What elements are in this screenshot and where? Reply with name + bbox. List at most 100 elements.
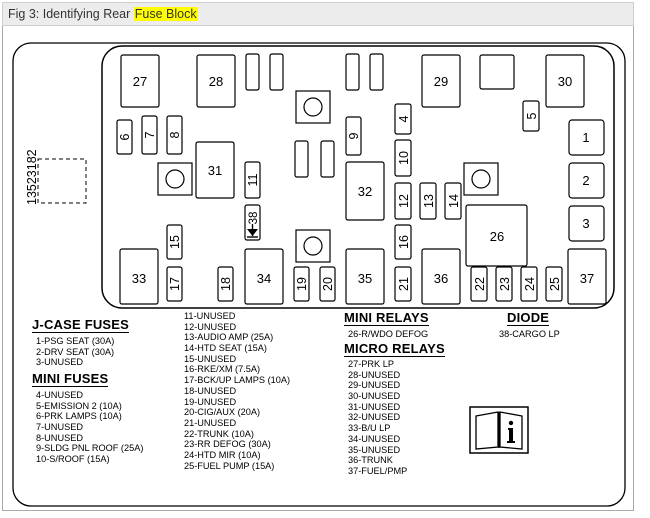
fuse-label: 23 xyxy=(498,277,512,291)
legend-entry: 24-HTD MIR (10A) xyxy=(184,449,261,460)
legend-entry: 37-FUEL/PMP xyxy=(348,465,408,476)
relay-label: 35 xyxy=(358,271,372,286)
legend-entry: 29-UNUSED xyxy=(348,380,401,391)
jcase-fuse-3: 3 xyxy=(568,205,605,242)
legend-entry: 6-PRK LAMPS (10A) xyxy=(36,411,122,422)
blank-fuse-slots xyxy=(245,53,384,178)
relay-31: 31 xyxy=(195,141,235,199)
relay-label: 27 xyxy=(133,74,147,89)
relay-label: 30 xyxy=(558,74,572,89)
legend-entry: 14-HTD SEAT (15A) xyxy=(184,343,267,354)
legend-entry: 15-UNUSED xyxy=(184,353,237,364)
relay-32: 32 xyxy=(345,161,385,221)
mini-relays-list: 26-R/WDO DEFOG xyxy=(348,329,428,340)
diode-38: 38 xyxy=(244,204,261,241)
relay-label: 37 xyxy=(580,271,594,286)
jcase-fuses-heading: J-CASE FUSES xyxy=(32,317,130,333)
relay-26: 26 xyxy=(465,204,528,267)
fuse-label: 18 xyxy=(219,277,233,291)
fuse-label: 3 xyxy=(582,216,589,231)
legend-entry: 26-R/WDO DEFOG xyxy=(348,329,429,339)
caption-highlight: Fuse Block xyxy=(133,7,198,21)
connector-outline xyxy=(37,158,87,204)
mini-fuse-11: 11 xyxy=(244,161,261,199)
legend-entry: 18-UNUSED xyxy=(184,385,237,396)
legend-entry: 22-TRUNK (10A) xyxy=(184,428,254,439)
caption-prefix: Fig 3: Identifying Rear xyxy=(8,7,134,21)
diode-arrow-icon xyxy=(247,224,258,238)
mini-fuse-17: 17 xyxy=(166,266,183,302)
legend-entry: 11-UNUSED xyxy=(184,311,236,321)
figure-caption-bar: Fig 3: Identifying Rear Fuse Block xyxy=(2,2,634,26)
legend-entry: 4-UNUSED xyxy=(36,390,83,400)
mini-fuse-18: 18 xyxy=(217,266,234,302)
mini-fuse-6: 6 xyxy=(116,119,133,155)
relay-label: 32 xyxy=(358,184,372,199)
jcase-fuse-2: 2 xyxy=(568,162,605,199)
legend-entry: 38-CARGO LP xyxy=(499,329,560,339)
mounting-hole-icon xyxy=(295,90,331,124)
fuse-label: 4 xyxy=(397,115,411,122)
relay-35: 35 xyxy=(345,248,385,305)
relay-28: 28 xyxy=(196,54,236,108)
fuse-label: 24 xyxy=(523,277,537,291)
relay-33: 33 xyxy=(119,248,159,305)
part-number: 13523182 xyxy=(25,149,39,205)
mini-fuse-15: 15 xyxy=(166,224,183,260)
legend-entry: 16-RKE/XM (7.5A) xyxy=(184,364,261,375)
fuse-label: 15 xyxy=(168,235,182,249)
mini-fuse-5: 5 xyxy=(522,100,540,132)
jcase-fuses-list: 1-PSG SEAT (30A)2-DRV SEAT (30A)3-UNUSED xyxy=(36,336,114,368)
mini-fuse-4: 4 xyxy=(394,103,412,135)
mini-fuse-9: 9 xyxy=(345,116,362,156)
diode-label: 38 xyxy=(248,212,260,225)
fuse-label: 9 xyxy=(347,132,361,139)
outer-panel xyxy=(12,42,626,507)
legend-entry: 28-UNUSED xyxy=(348,369,401,380)
unlabeled-relay-slot xyxy=(479,54,515,90)
legend-entry: 33-B/U LP xyxy=(348,423,391,434)
fuse-label: 6 xyxy=(118,133,132,140)
mini-fuse-13: 13 xyxy=(419,182,437,220)
fuse-label: 5 xyxy=(525,112,539,119)
legend-entry: 10-S/ROOF (15A) xyxy=(36,454,110,465)
fuse-block-housing xyxy=(101,45,615,309)
mounting-hole-icon xyxy=(157,162,193,196)
fuse-label: 2 xyxy=(582,173,589,188)
mini-fuse-16: 16 xyxy=(394,224,412,260)
legend-entry: 8-UNUSED xyxy=(36,432,83,443)
relay-29: 29 xyxy=(421,54,461,108)
fuse-label: 13 xyxy=(422,194,436,208)
legend-entry: 13-AUDIO AMP (25A) xyxy=(184,332,274,343)
legend-entry: 9-SLDG PNL ROOF (25A) xyxy=(36,443,144,454)
fuse-label: 8 xyxy=(168,131,182,138)
relay-label: 28 xyxy=(209,74,223,89)
mini-fuse-8: 8 xyxy=(166,115,183,155)
legend-entry: 36-TRUNK xyxy=(348,455,393,466)
mini-fuses-heading: MINI FUSES xyxy=(32,371,109,387)
mini-fuse-7: 7 xyxy=(141,115,158,155)
mini-fuse-23: 23 xyxy=(495,266,513,302)
fuse-label: 7 xyxy=(143,131,157,138)
relay-34: 34 xyxy=(244,248,284,305)
diode-heading: DIODE xyxy=(507,310,550,326)
legend-entry: 3-UNUSED xyxy=(36,357,83,368)
mini-fuse-25: 25 xyxy=(545,266,563,302)
relay-label: 26 xyxy=(490,229,504,244)
mini-relays-heading: MINI RELAYS xyxy=(344,310,429,326)
mounting-hole-icon xyxy=(463,162,499,196)
legend-entry: 27-PRK LP xyxy=(348,359,394,369)
legend-entry: 19-UNUSED xyxy=(184,396,237,407)
figure-caption: Fig 3: Identifying Rear Fuse Block xyxy=(8,7,198,21)
fuse-label: 17 xyxy=(168,277,182,291)
mini-fuse-10: 10 xyxy=(394,139,412,177)
legend-entry: 20-CIG/AUX (20A) xyxy=(184,407,261,418)
legend-entry: 7-UNUSED xyxy=(36,422,83,433)
legend-entry: 1-PSG SEAT (30A) xyxy=(36,336,115,346)
diode-list: 38-CARGO LP xyxy=(499,329,560,340)
legend-entry: 21-UNUSED xyxy=(184,417,237,428)
legend-entry: 2-DRV SEAT (30A) xyxy=(36,346,115,357)
